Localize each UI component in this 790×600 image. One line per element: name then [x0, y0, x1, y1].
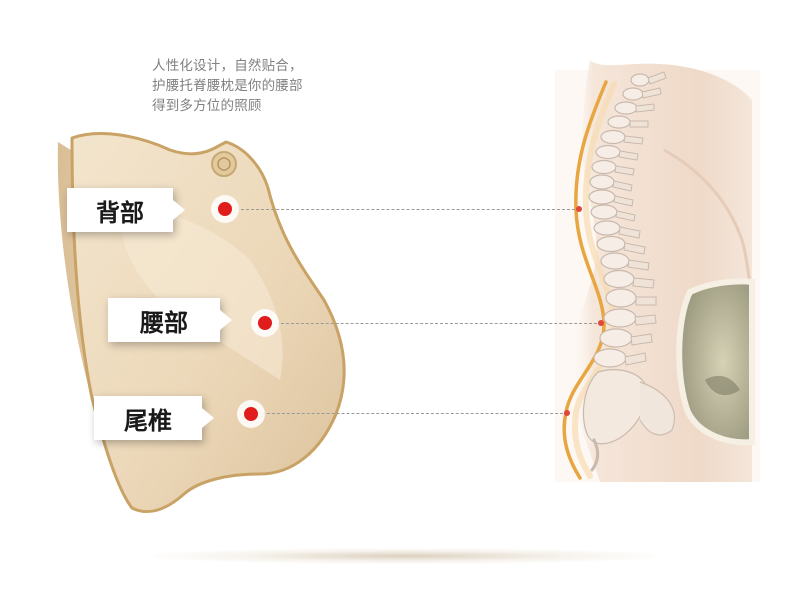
spine-point-waist	[598, 320, 604, 326]
emblem-icon	[211, 151, 237, 177]
intro-line-3: 得到多方位的照顾	[152, 98, 262, 114]
marker-waist-dot	[258, 316, 272, 330]
label-tailbone: 尾椎	[94, 396, 214, 440]
spine-point-back	[576, 206, 582, 212]
intro-line-2: 护腰托脊腰枕是你的腰部	[152, 78, 303, 94]
marker-tailbone-dot	[244, 407, 258, 421]
intro-line-1: 人性化设计，自然贴合，	[152, 58, 303, 74]
leader-line-back	[236, 209, 580, 210]
leader-line-waist	[276, 323, 602, 324]
marker-back-dot	[218, 202, 232, 216]
leader-line-tailbone	[262, 413, 568, 414]
label-waist: 腰部	[108, 298, 232, 342]
spine-illustration	[555, 60, 760, 482]
spine-point-tailbone	[564, 410, 570, 416]
floor-shadow	[155, 548, 655, 564]
intro-text: 人性化设计，自然贴合， 护腰托脊腰枕是你的腰部 得到多方位的照顾	[152, 56, 382, 116]
label-back: 背部	[67, 188, 185, 232]
